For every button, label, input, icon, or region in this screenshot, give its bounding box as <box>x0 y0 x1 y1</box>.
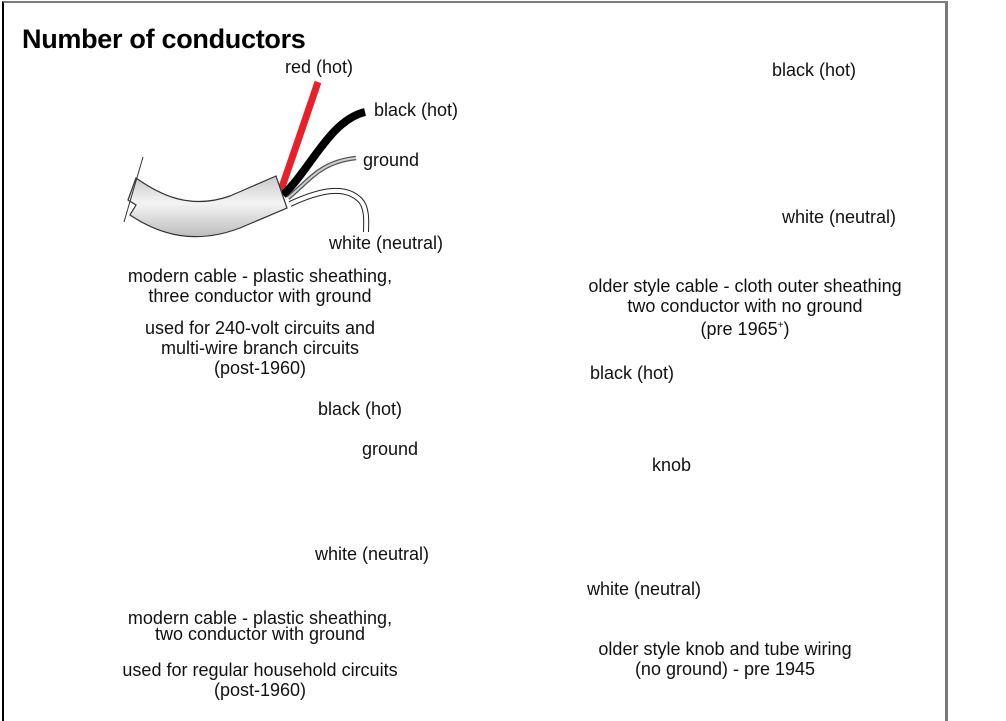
red-wire <box>277 80 322 192</box>
caption-line: three conductor with ground <box>148 286 372 306</box>
label-white-neutral: white (neutral) <box>329 233 444 253</box>
label-ground: ground <box>363 150 420 170</box>
label-white-neutral: white (neutral) <box>587 579 702 599</box>
label-white-neutral: white (neutral) <box>315 544 430 564</box>
label-black-hot: black (hot) <box>590 363 675 383</box>
label-black-hot: black (hot) <box>772 60 857 80</box>
caption-line: two conductor with no ground <box>627 296 863 316</box>
knob-and-tube-caption: older style knob and tube wiring (no gro… <box>560 639 890 679</box>
usage-line: multi-wire branch circuits <box>160 338 360 358</box>
caption-line: older style knob and tube wiring <box>598 639 852 659</box>
era-line: (pre 1965+) <box>555 316 935 339</box>
era-superscript: + <box>777 320 784 331</box>
two-conductor-caption: modern cable - plastic sheathing, two co… <box>105 608 415 644</box>
page-title: Number of conductors <box>22 24 306 54</box>
caption-line: older style cable - cloth outer sheathin… <box>588 276 902 296</box>
three-conductor-cable <box>123 80 370 238</box>
label-black-hot: black (hot) <box>374 100 459 120</box>
usage-line: used for 240-volt circuits and <box>144 318 376 338</box>
label-ground: ground <box>362 439 419 459</box>
caption-line: modern cable - plastic sheathing, <box>127 608 393 628</box>
caption-line: (no ground) - pre 1945 <box>634 659 816 679</box>
usage-line: used for regular household circuits <box>122 660 398 680</box>
label-white-neutral: white (neutral) <box>782 207 897 227</box>
usage-line: (post-1960) <box>213 358 307 378</box>
label-red-hot: red (hot) <box>285 57 354 77</box>
label-black-hot: black (hot) <box>318 399 403 419</box>
era-text: (pre 1965 <box>700 319 778 339</box>
era-suffix: ) <box>783 319 790 339</box>
usage-line: (post-1960) <box>213 680 307 700</box>
label-knob: knob <box>652 455 692 475</box>
caption-line: modern cable - plastic sheathing, <box>127 266 393 286</box>
caption-line: two conductor with ground <box>154 624 366 644</box>
plastic-sheath <box>127 175 288 238</box>
two-conductor-usage: used for regular household circuits (pos… <box>105 660 415 700</box>
three-conductor-usage: used for 240-volt circuits and multi-wir… <box>115 318 405 378</box>
black-wire <box>280 108 367 198</box>
three-conductor-caption: modern cable - plastic sheathing, three … <box>115 266 405 306</box>
cloth-cable-caption: older style cable - cloth outer sheathin… <box>555 276 935 339</box>
diagram-frame <box>2 1 948 721</box>
